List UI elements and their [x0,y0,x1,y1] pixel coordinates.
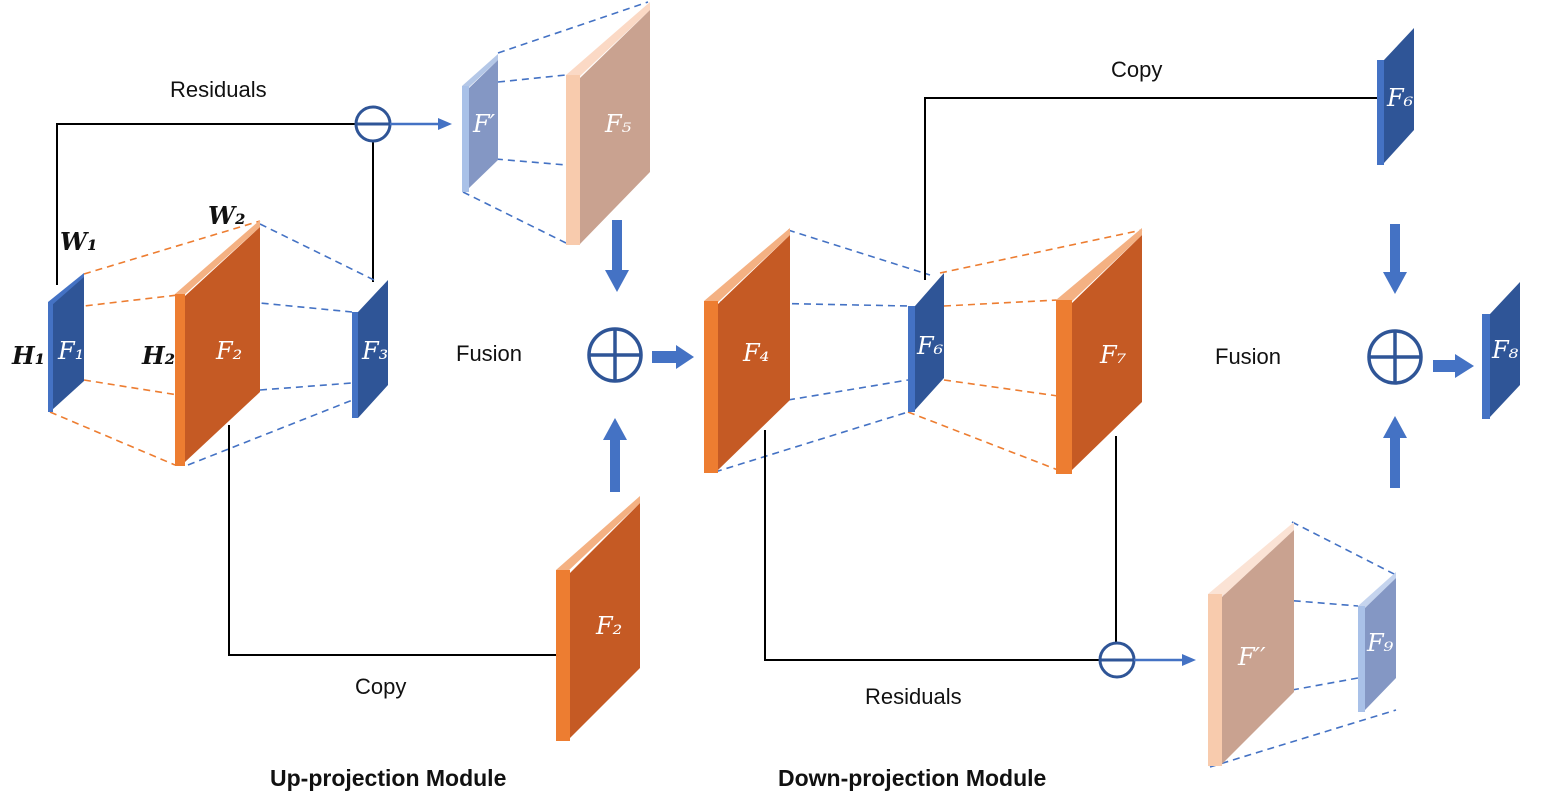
copy-label-up: Copy [355,674,406,699]
f9-label: F₉ [1366,629,1394,657]
arrow-to-fprime [438,118,452,130]
arrow-fusion-to-f8 [1455,354,1474,378]
width-label-w2: W₂ [208,201,245,230]
residuals-line-down [764,430,1100,661]
f1-label: F₁ [57,337,84,365]
height-label-h1: H₁ [11,341,45,370]
feature-map-f2-copy [556,496,640,741]
feature-map-fprime [462,54,498,192]
feature-map-f5 [566,2,650,245]
feature-map-f2 [175,220,260,466]
f6-top-label: F₆ [1386,84,1414,112]
add-operator-left [587,327,643,383]
f8-label: F₈ [1491,336,1519,364]
feature-map-f7 [1056,228,1142,474]
fusion-label-right: Fusion [1215,344,1281,369]
f6-mid-label: F₆ [916,332,944,360]
fdprime-label: F′′ [1237,643,1266,671]
copy-line-up [228,425,556,656]
arrow-f5-to-fusion [605,270,629,292]
residuals-line-up [56,123,356,285]
arrow-fusion-to-f4 [676,345,694,369]
f5-label: F₅ [604,110,632,138]
add-operator-right [1367,329,1423,385]
feature-map-f9 [1358,572,1396,712]
feature-map-f1 [48,273,84,412]
up-projection-title: Up-projection Module [270,765,506,791]
copy-line-down [924,97,1378,280]
arrow-f9-to-fusion [1383,416,1407,438]
feature-map-f8 [1482,282,1520,419]
height-label-h2: H₂ [141,341,175,370]
feature-map-f6-top [1377,28,1414,165]
arrow-to-fdprime [1182,654,1196,666]
feature-map-fdprime [1208,522,1294,766]
residuals-label-up: Residuals [170,77,267,102]
f2-copy-label: F₂ [595,612,622,640]
arrow-f2-to-fusion [603,418,627,440]
fprime-label: F′ [472,110,496,138]
feature-map-f4 [704,228,790,473]
feature-map-f6-mid [908,273,944,412]
width-label-w1: W₁ [60,227,97,256]
f7-label: F₇ [1099,341,1127,369]
f2-label: F₂ [215,337,242,365]
copy-label-down: Copy [1111,57,1162,82]
arrow-f6-to-fusion [1383,272,1407,294]
subtract-operator-down [1098,641,1136,679]
down-projection-title: Down-projection Module [778,765,1046,791]
f4-label: F₄ [742,339,769,367]
feature-map-f3 [352,280,388,418]
residuals-label-down: Residuals [865,684,962,709]
subtract-operator-up [354,105,392,143]
f3-label: F₃ [361,337,388,365]
fusion-label-left: Fusion [456,341,522,366]
